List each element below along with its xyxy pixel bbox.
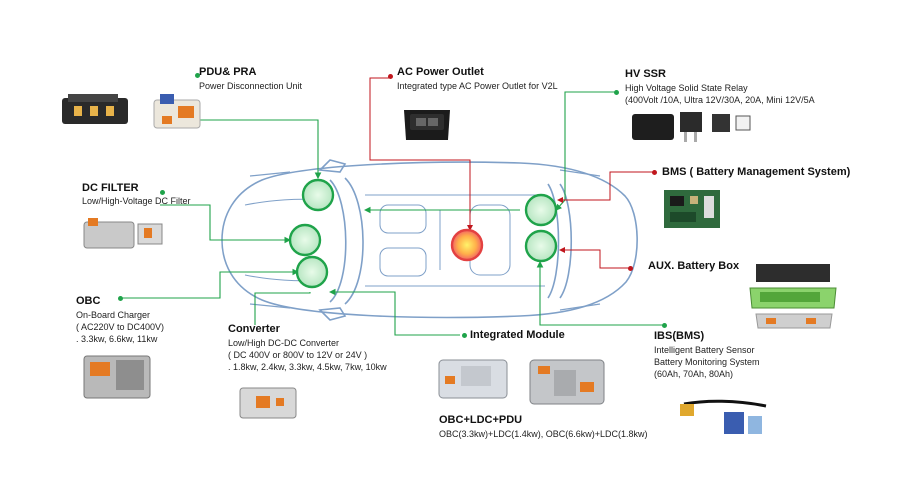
integrated-module-image-1	[438, 359, 508, 399]
obc-ldc-pdu-desc: OBC(3.3kw)+LDC(1.4kw), OBC(6.6kw)+LDC(1.…	[439, 429, 648, 439]
hv-ssr-dot	[614, 90, 619, 95]
ac-outlet-title: AC Power Outlet	[397, 66, 484, 78]
ibs-line1: Intelligent Battery Sensor	[654, 345, 755, 355]
ibs-line3: (60Ah, 70Ah, 80Ah)	[654, 369, 734, 379]
obc-image	[83, 355, 151, 399]
ibs-image	[680, 399, 767, 434]
obc-line1: On-Board Charger	[76, 310, 151, 320]
aux-battery-dot	[628, 266, 633, 271]
integrated-module-dot	[462, 333, 467, 338]
pdu-image	[62, 94, 128, 124]
converter-line3: . 1.8kw, 2.4kw, 3.3kw, 4.5kw, 7kw, 10kw	[228, 362, 387, 372]
converter-line2: ( DC 400V or 800V to 12V or 24V )	[228, 350, 368, 360]
obc-hub	[295, 255, 329, 289]
dc-filter-desc: Low/High-Voltage DC Filter	[82, 196, 191, 206]
pdu-dot	[195, 73, 200, 78]
dc-filter-title: DC FILTER	[82, 182, 139, 194]
converter-image	[239, 387, 297, 419]
hv-ssr-line2: (400Volt /10A, Ultra 12V/30A, 20A, Mini …	[625, 95, 815, 105]
ibs-dot	[662, 323, 667, 328]
obc-ldc-pdu-title: OBC+LDC+PDU	[439, 414, 523, 426]
converter-title: Converter	[228, 323, 280, 335]
obc-dot	[118, 296, 123, 301]
dc-filter-image	[83, 218, 163, 249]
obc-title: OBC	[76, 295, 101, 307]
ibs-line2: Battery Monitoring System	[654, 357, 760, 367]
ac-outlet-image	[404, 110, 450, 140]
obc-line3: . 3.3kw, 6.6kw, 11kw	[76, 334, 158, 344]
dc-filter-hub	[288, 223, 322, 257]
aux-battery-title: AUX. Battery Box	[648, 260, 740, 272]
pdu-title: PDU& PRA	[199, 66, 257, 78]
bms-image	[664, 190, 720, 228]
red-connectors	[369, 77, 655, 269]
integrated-module-title: Integrated Module	[470, 329, 565, 341]
dc-filter-dot	[160, 190, 165, 195]
ac-outlet-desc: Integrated type AC Power Outlet for V2L	[397, 81, 558, 91]
integrated-module-image-2	[529, 359, 605, 405]
ac-outlet-hub	[450, 228, 484, 262]
component-hubs	[288, 178, 558, 289]
pdu-desc: Power Disconnection Unit	[199, 81, 303, 91]
ac-outlet-dot	[388, 74, 393, 79]
pra-image	[153, 94, 201, 129]
hv-ssr-line1: High Voltage Solid State Relay	[625, 83, 748, 93]
aux-battery-image	[749, 264, 837, 329]
pdu-hub	[301, 178, 335, 212]
ibs-title: IBS(BMS)	[654, 330, 705, 342]
hv-ssr-title: HV SSR	[625, 68, 666, 80]
converter-line1: Low/High DC-DC Converter	[228, 338, 340, 348]
hv-ssr-image	[632, 112, 751, 142]
aux-battery-hub	[524, 229, 558, 263]
bms-dot	[652, 170, 657, 175]
bms-hub	[524, 193, 558, 227]
bms-title: BMS ( Battery Management System)	[662, 166, 851, 178]
obc-line2: ( AC220V to DC400V)	[76, 322, 165, 332]
